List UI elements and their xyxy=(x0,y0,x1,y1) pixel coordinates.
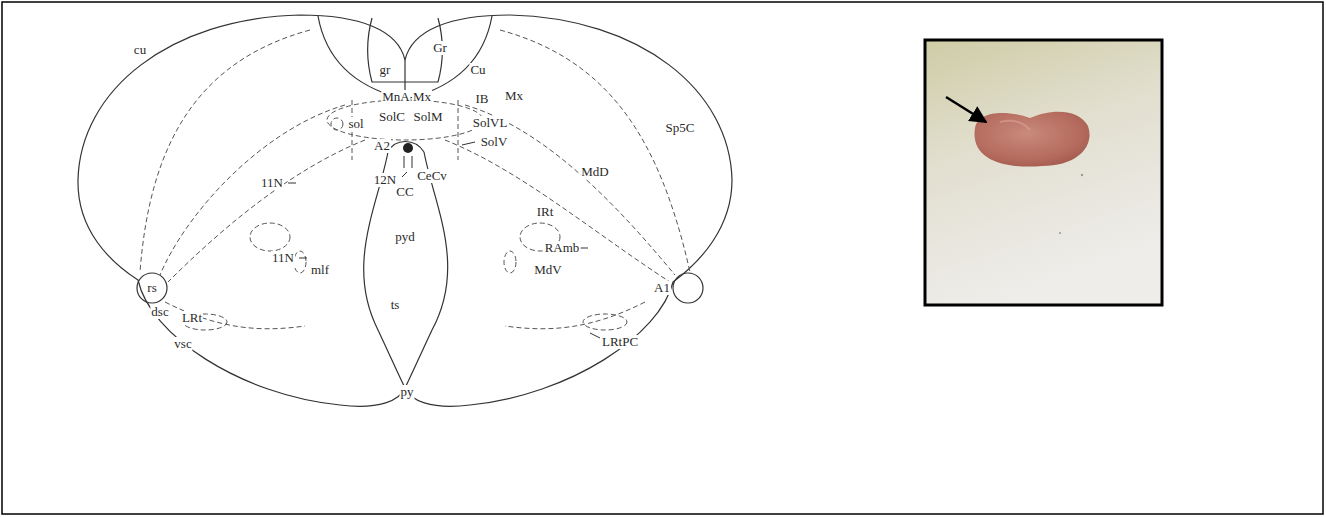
medulla-section xyxy=(78,15,732,406)
region-label: py xyxy=(400,385,415,399)
region-label: mlf xyxy=(310,263,330,277)
region-label: Mx xyxy=(504,89,524,103)
region-label: 11N xyxy=(260,176,284,190)
region-label: 11N xyxy=(271,251,295,265)
region-label: 12N xyxy=(373,173,397,187)
region-label: CC xyxy=(395,185,414,199)
region-label: rs xyxy=(146,281,157,295)
region-label: dsc xyxy=(150,305,169,319)
region-label: gr xyxy=(379,63,392,77)
nucleus-boundaries xyxy=(140,30,690,330)
region-label: Cu xyxy=(469,63,486,77)
tissue-photo xyxy=(925,40,1162,305)
region-label: SolV xyxy=(480,135,509,149)
region-label: SolVL xyxy=(472,116,509,130)
region-label: MdD xyxy=(580,165,609,179)
region-label: ts xyxy=(390,298,401,312)
region-label: LRtPC xyxy=(601,335,639,349)
region-label: Gr xyxy=(432,41,448,55)
region-label: sol xyxy=(347,117,364,131)
region-label: vsc xyxy=(173,337,192,351)
region-label: Sp5C xyxy=(665,121,696,135)
region-label: IB xyxy=(475,92,490,106)
region-label: LRt xyxy=(181,311,203,325)
region-label: MdV xyxy=(533,263,562,277)
region-label: cu xyxy=(133,43,147,57)
leader-lines xyxy=(288,142,600,338)
region-label: A1 xyxy=(653,281,671,295)
region-label: SolC xyxy=(378,110,406,124)
region-label: Mx xyxy=(412,90,432,104)
region-label: pyd xyxy=(394,230,416,244)
region-label: IRt xyxy=(536,205,555,219)
region-label: CeCv xyxy=(416,169,448,183)
central-canal xyxy=(403,143,413,168)
region-label: SolM xyxy=(413,110,444,124)
region-label: RAmb xyxy=(544,241,581,255)
region-label: A2 xyxy=(373,139,391,153)
region-label: MnA xyxy=(381,90,410,104)
